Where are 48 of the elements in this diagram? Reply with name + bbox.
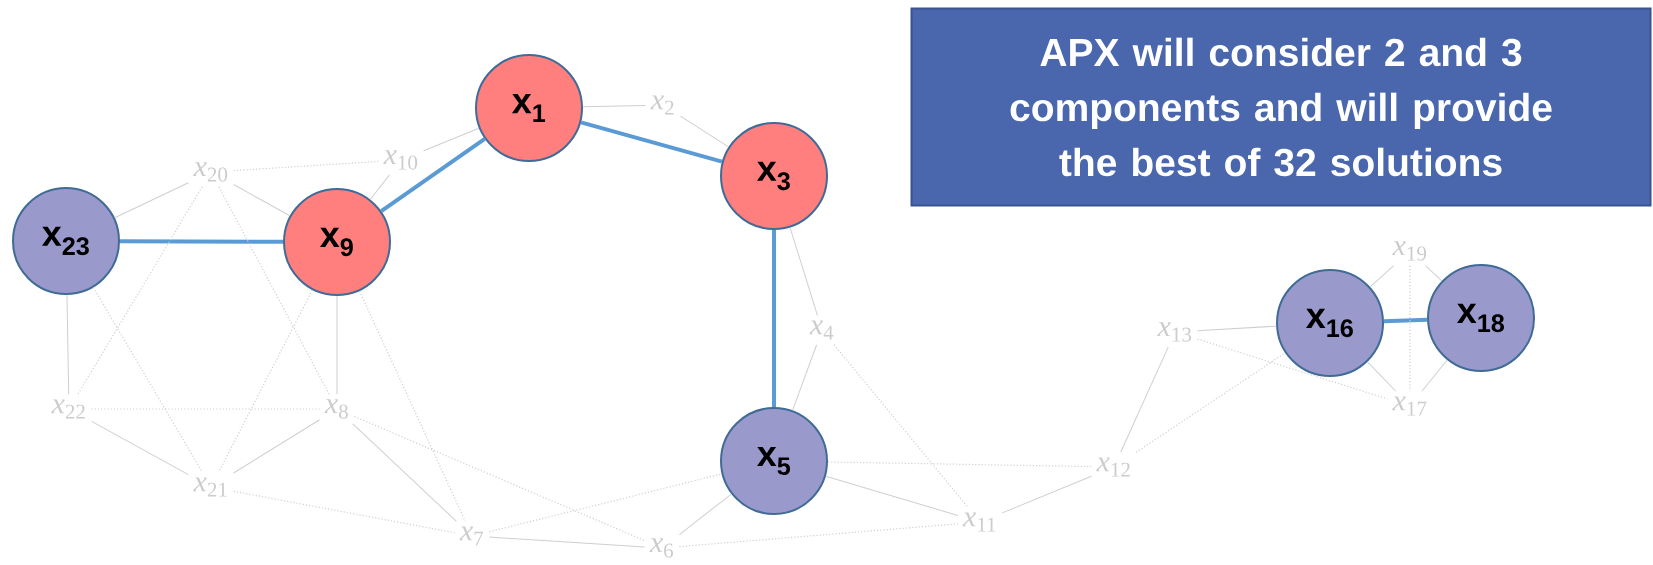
graph-edge bbox=[792, 344, 818, 411]
graph-edge bbox=[352, 423, 457, 522]
graph-edge bbox=[679, 115, 729, 148]
graph-edge bbox=[1197, 325, 1277, 332]
graph-edge bbox=[582, 104, 647, 108]
graph-edge bbox=[580, 120, 723, 164]
highlighted-node: x$_{1}$ bbox=[475, 54, 583, 162]
graph-edge bbox=[1369, 265, 1394, 288]
graph-edge bbox=[353, 415, 646, 542]
highlighted-node: x$_{3}$ bbox=[720, 122, 828, 230]
graph-edge bbox=[1197, 338, 1388, 400]
variable-node: x$_{23}$ bbox=[12, 187, 120, 295]
graph-edge bbox=[369, 174, 390, 200]
graph-edge bbox=[380, 137, 486, 213]
graph-edge bbox=[789, 227, 818, 316]
graph-edge bbox=[772, 230, 776, 407]
callout-box: APX will consider 2 and 3 components and will provide the best of 32 solutions bbox=[910, 7, 1652, 207]
variable-node: x$_{5}$ bbox=[720, 407, 828, 515]
graph-edge bbox=[1425, 265, 1443, 282]
graph-edge bbox=[92, 286, 203, 473]
graph-edge bbox=[833, 344, 969, 508]
variable-node: x$_{18}$ bbox=[1427, 264, 1535, 372]
graph-edge bbox=[678, 523, 959, 548]
graph-edge bbox=[423, 127, 480, 152]
graph-edge bbox=[1383, 317, 1428, 324]
graph-edge bbox=[1135, 352, 1286, 453]
graph-edge bbox=[488, 536, 646, 548]
graph-edge bbox=[114, 182, 189, 219]
graph-edge bbox=[233, 184, 291, 217]
graph-edge bbox=[233, 490, 456, 534]
graph-edge bbox=[66, 294, 70, 395]
graph-edge bbox=[233, 160, 379, 172]
graph-edge bbox=[825, 475, 959, 516]
graph-edge bbox=[358, 290, 466, 522]
graph-edge bbox=[1421, 359, 1448, 392]
highlighted-node: x$_{9}$ bbox=[283, 188, 391, 296]
graph-edge bbox=[91, 420, 189, 476]
graph-edge bbox=[1001, 475, 1092, 514]
graph-edge bbox=[218, 289, 313, 473]
graph-edge bbox=[77, 186, 203, 395]
graph-edge bbox=[1120, 346, 1169, 453]
graph-edge bbox=[1367, 361, 1397, 392]
variable-node: x$_{16}$ bbox=[1276, 269, 1384, 377]
graph-edge bbox=[233, 419, 321, 474]
graph-edge bbox=[218, 186, 330, 395]
graph-edge bbox=[120, 239, 284, 244]
graph-edge bbox=[827, 461, 1092, 468]
graph-edge bbox=[678, 493, 732, 536]
